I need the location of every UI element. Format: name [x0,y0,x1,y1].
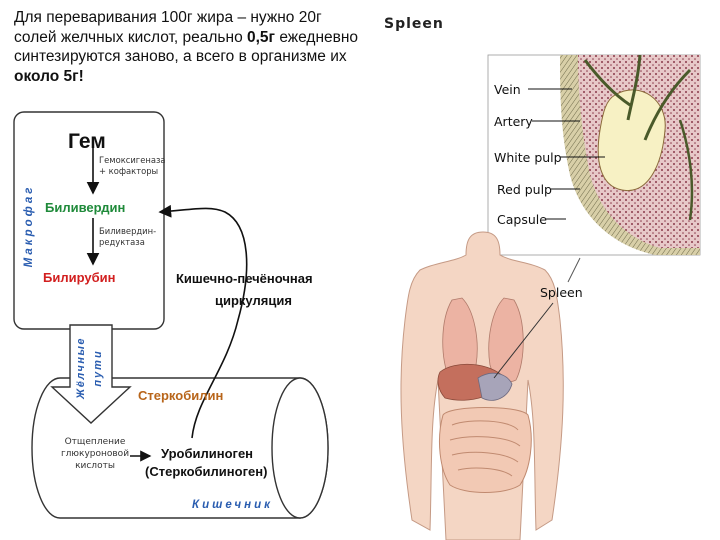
heme-oxygenase-line2: + кофакторы [99,166,158,176]
spleen-pointer [493,302,554,379]
bilirubin-label: Билирубин [43,270,115,285]
white-pulp-label: White pulp [494,150,562,165]
spleen-section-illustration [487,54,701,256]
spleen-title: Spleen [384,16,444,32]
intestine-label: Кишечник [192,499,273,511]
glucuronic-line3: кислоты [75,461,115,471]
glucuronic-line2: глюкуроновой [61,449,129,459]
bile-ducts-line2: пути [92,349,104,386]
vein-label: Vein [494,82,521,97]
heme-label: Гем [68,130,106,153]
capsule-label: Capsule [497,212,547,227]
intro-paragraph: Для переваривания 100г жира – нужно 20г … [14,8,359,86]
torso-illustration [400,231,564,540]
stercobilin-label: Стеркобилин [138,388,223,403]
section-pointer [567,257,581,283]
biliverdin-label: Биливердин [45,200,125,215]
reductase-line2: редуктаза [99,237,145,247]
artery-label: Artery [494,114,533,129]
intro-text-1: Для переваривания 100г жира – нужно 20г … [14,9,322,46]
circulation-line1: Кишечно-печёночная [176,271,313,286]
macrophage-label: Макрофаг [23,185,35,268]
urobilinogen-line1: Уробилиноген [161,446,253,461]
spleen-body-label: Spleen [540,285,583,300]
intro-text-2: ежедневно синтезируются заново, а всего … [14,28,359,66]
bile-ducts-arrow [50,324,132,424]
intestine-cylinder [31,377,329,519]
circulation-line2: циркуляция [215,293,292,308]
intro-bold-2: около 5г! [14,67,84,85]
circulation-arrow [158,204,248,439]
red-pulp-label: Red pulp [497,182,552,197]
intro-bold-1: 0,5г [247,28,276,46]
urobilinogen-line2: (Стеркобилиноген) [145,464,267,479]
heme-oxygenase-line1: Гемоксигеназа [99,155,166,165]
reductase-line1: Биливердин- [99,226,156,236]
glucuronic-line1: Отщепление [65,437,126,447]
bile-ducts-line1: Жёлчные [75,337,87,400]
